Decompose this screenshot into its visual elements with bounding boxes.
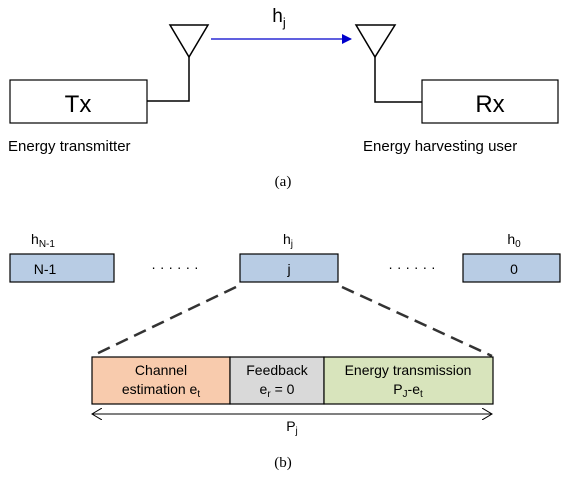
slot-box-label-0: 0	[510, 261, 518, 277]
slot-box-label-n-minus-1: N-1	[34, 261, 57, 277]
tx-caption: Energy transmitter	[8, 138, 131, 155]
zoom-line-right	[341, 285, 493, 358]
zoom-line-left	[91, 285, 237, 358]
energy-transmission-line1: Energy transmission	[345, 362, 472, 378]
slot-box-0	[462, 253, 561, 283]
transmitter-antenna-icon	[147, 24, 210, 102]
feedback-line2: er = 0	[260, 381, 295, 400]
slot-duration-label: Pj	[286, 418, 298, 437]
channel-gain-label: hj	[272, 6, 286, 30]
ellipsis-left: · · · · · ·	[151, 259, 198, 275]
feedback-line1: Feedback	[246, 362, 308, 378]
slot-box-n-minus-1	[9, 253, 115, 283]
feedback-segment	[229, 356, 325, 405]
rx-caption: Energy harvesting user	[363, 138, 517, 155]
slot-box-label-j: j	[286, 261, 290, 277]
caption-b: (b)	[274, 455, 292, 471]
caption-a: (a)	[275, 174, 292, 190]
slot-label-j: hj	[283, 231, 293, 250]
receiver-antenna-icon	[354, 24, 422, 103]
tx-label: Tx	[65, 91, 92, 118]
energy-transmission-line2: PJ-et	[393, 381, 423, 400]
slot-label-n-minus-1: hN-1	[31, 231, 55, 250]
rx-label: Rx	[475, 91, 504, 118]
rx-box	[421, 79, 559, 124]
energy-transmission-segment	[323, 356, 494, 405]
slot-box-j	[239, 253, 339, 283]
ellipsis-right: · · · · · ·	[388, 259, 435, 275]
slot-label-0: h0	[507, 231, 521, 250]
channel-estimation-line2: estimation et	[122, 381, 200, 400]
tx-box	[9, 79, 148, 124]
channel-estimation-line1: Channel	[135, 362, 187, 378]
